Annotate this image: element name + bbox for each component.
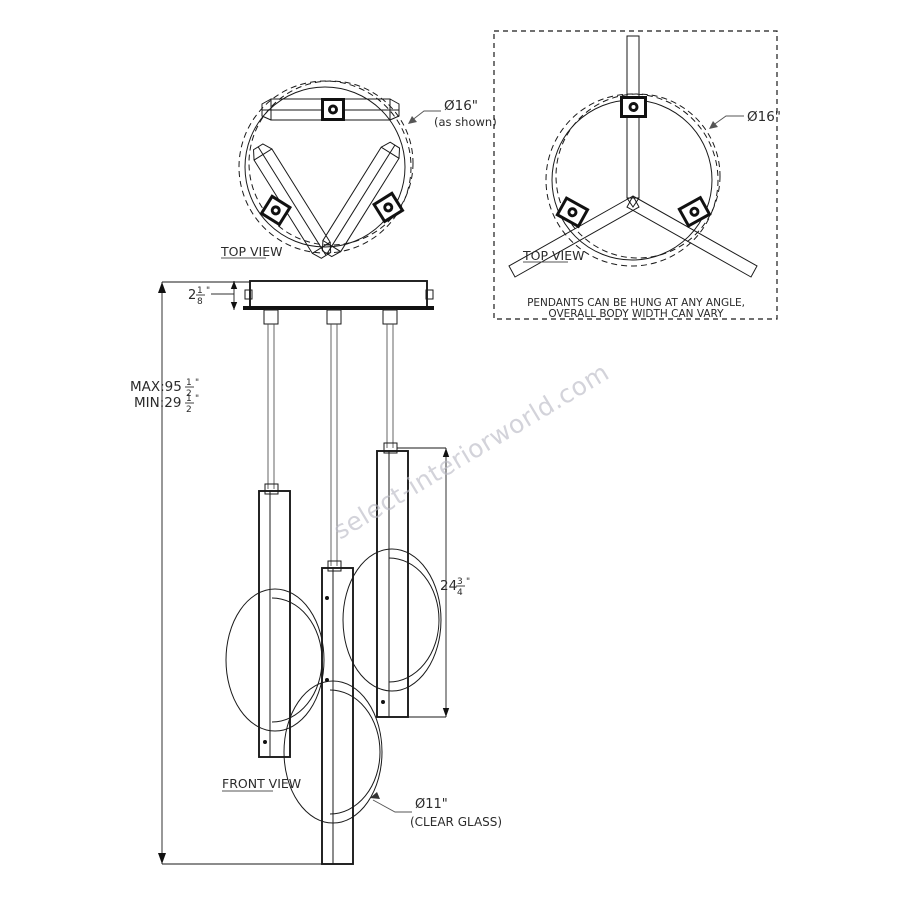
top-view-right-panel	[493, 30, 778, 320]
front-view-label: FRONT VIEW	[222, 776, 301, 791]
socket-block	[259, 194, 293, 227]
dimension-annotations	[158, 281, 450, 865]
overall-min-numerator: 1	[186, 394, 192, 404]
canopy-height-unit: "	[206, 286, 210, 296]
top-view-left-label: TOP VIEW	[220, 244, 282, 259]
glass-diameter-callout: Ø11"	[415, 797, 448, 812]
overall-max-unit: "	[195, 378, 199, 388]
pendant-height-whole: 24	[440, 578, 457, 594]
watermark-text: select-interiorworld.com	[328, 357, 614, 545]
socket-block	[371, 191, 405, 224]
pendant-center	[283, 324, 383, 865]
overall-min-prefix: MIN:29	[134, 395, 181, 411]
diameter-callout-right: Ø16"	[747, 109, 781, 125]
overall-min-unit: "	[195, 394, 199, 404]
pendant-height-dimension: 24 3 4 "	[440, 577, 470, 598]
pendant-height-unit: "	[466, 577, 470, 587]
overall-min-dimension: MIN:29 1 2 "	[134, 394, 199, 415]
overall-max-dimension: MAX:95 1 2 "	[130, 378, 199, 399]
top-view-left	[221, 80, 441, 259]
socket-block	[677, 195, 712, 228]
overall-max-numerator: 1	[186, 378, 192, 388]
canopy-height-denominator: 8	[197, 297, 203, 307]
diameter-callout-left: Ø16"	[444, 98, 478, 114]
glass-material-note: (CLEAR GLASS)	[410, 815, 502, 829]
pendant-angle-note-line1: PENDANTS CAN BE HUNG AT ANY ANGLE,	[527, 297, 745, 309]
pendant-angle-note-line2: OVERALL BODY WIDTH CAN VARY	[548, 308, 724, 320]
overall-max-denominator: 2	[186, 389, 192, 399]
watermark: select-interiorworld.com	[328, 357, 614, 545]
diameter-note-left: (as shown)	[434, 115, 497, 129]
top-view-right-label: TOP VIEW	[522, 248, 584, 263]
canopy-height-dimension: 2 1 8 "	[188, 286, 210, 307]
socket-block	[620, 96, 647, 118]
canopy-plate	[243, 280, 434, 310]
canopy-height-whole: 2	[188, 288, 196, 303]
canopy-height-numerator: 1	[197, 286, 203, 296]
pendant-right	[342, 324, 442, 718]
overall-max-prefix: MAX:95	[130, 379, 182, 395]
pendant-height-numerator: 3	[457, 577, 463, 587]
front-view	[222, 280, 442, 865]
overall-min-denominator: 2	[186, 405, 192, 415]
pendant-height-denominator: 4	[457, 588, 463, 598]
socket-block	[555, 196, 590, 229]
pendant-left	[225, 324, 325, 758]
socket-block	[321, 98, 345, 121]
